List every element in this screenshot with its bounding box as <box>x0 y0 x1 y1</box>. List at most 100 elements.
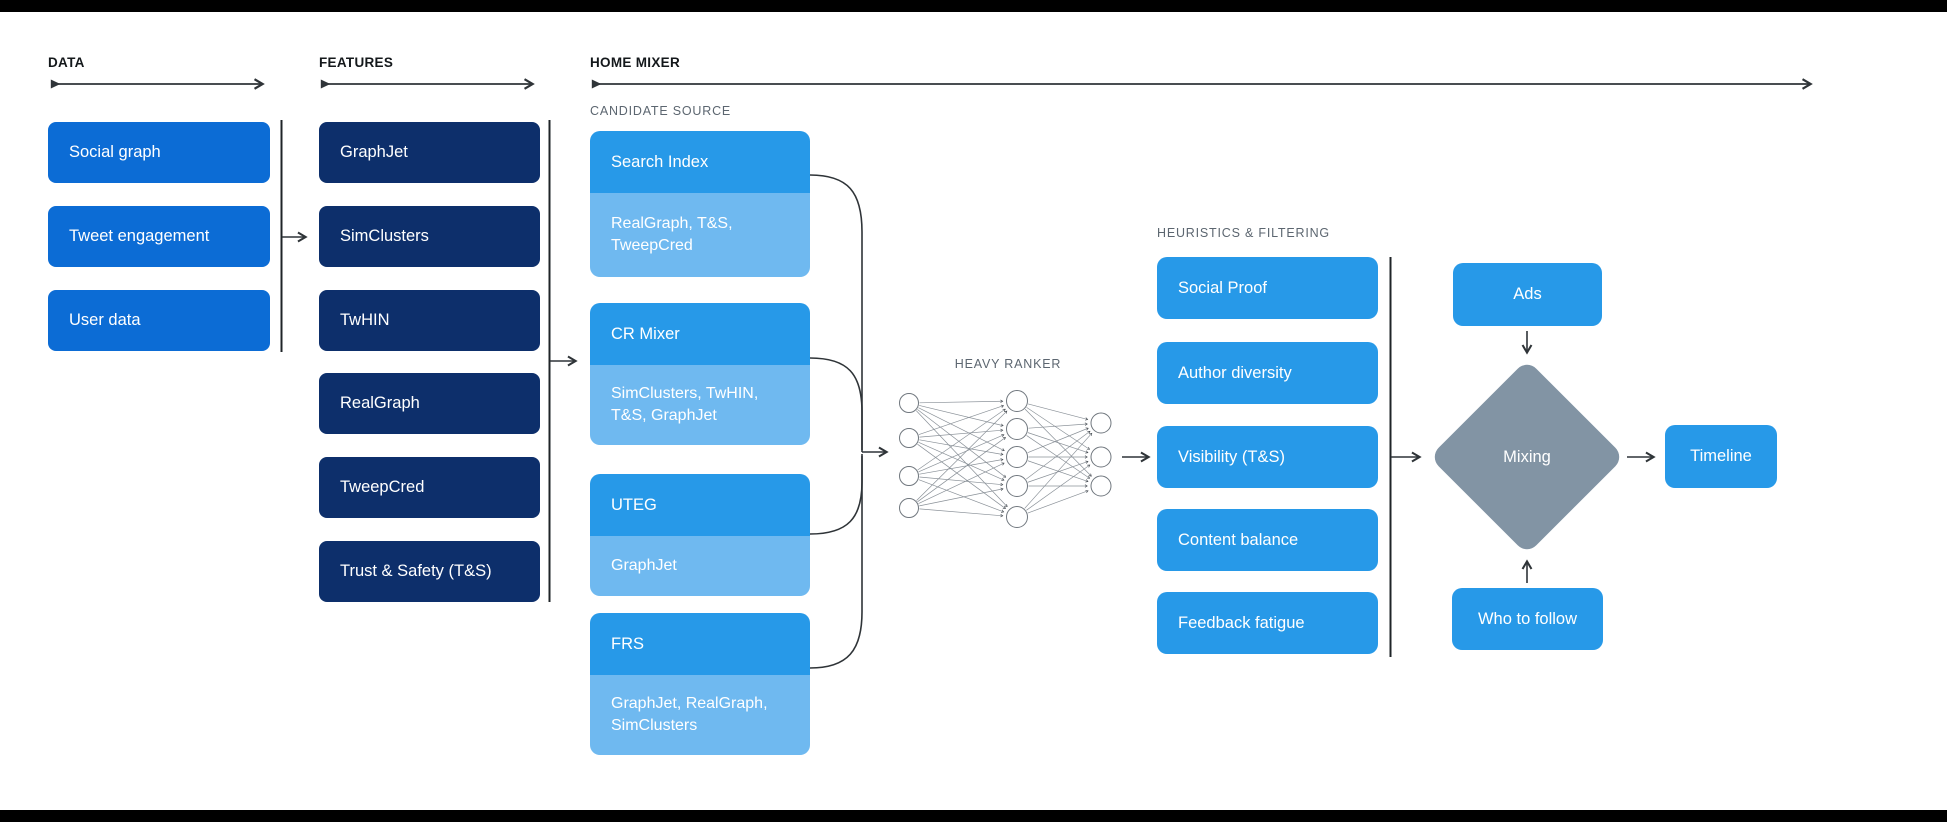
candidate-card-title: CR Mixer <box>590 303 810 365</box>
candidate-card-features: SimClusters, TwHIN, T&S, GraphJet <box>590 365 810 445</box>
heavy-ranker-network <box>899 390 1112 528</box>
network-node <box>899 466 919 486</box>
network-node <box>899 393 919 413</box>
feature-box-label: Trust & Safety (T&S) <box>340 562 492 580</box>
top-letterbox-bar <box>0 0 1947 12</box>
heuristic-box-label: Visibility (T&S) <box>1178 447 1285 466</box>
heuristic-box-label: Content balance <box>1178 530 1299 549</box>
network-edge <box>1028 403 1089 421</box>
network-edge <box>918 407 1005 452</box>
heuristic-box-label: Feedback fatigue <box>1178 613 1305 632</box>
data-box-tweet-engagement: Tweet engagement <box>48 206 270 267</box>
cr-mixer-connector <box>809 357 863 450</box>
network-edge <box>915 410 1008 508</box>
uteg-connector <box>809 454 863 535</box>
network-edge <box>919 508 1004 518</box>
candidate-card-title: FRS <box>590 613 810 675</box>
network-node <box>899 428 919 448</box>
network-edge <box>919 458 1004 475</box>
network-edge <box>1026 464 1091 511</box>
data-box-user-data: User data <box>48 290 270 351</box>
heuristic-box-label: Social Proof <box>1178 278 1267 297</box>
network-edge <box>1027 427 1089 454</box>
home-mixer-section-title: HOME MIXER <box>590 55 681 70</box>
network-edge <box>916 410 1008 501</box>
network-node <box>1006 418 1028 440</box>
network-edge <box>918 462 1005 504</box>
network-node <box>1006 390 1028 412</box>
ads-box-label: Ads <box>1513 285 1542 303</box>
frs-connector <box>809 456 863 669</box>
feature-box-trust-safety: Trust & Safety (T&S) <box>319 541 540 602</box>
network-edge <box>1024 432 1093 509</box>
network-edge <box>918 479 1005 513</box>
network-edge <box>918 404 1005 435</box>
network-edge <box>917 437 1006 503</box>
candidate-card-search-index: Search Index RealGraph, T&S, TweepCred <box>590 131 810 277</box>
network-edge <box>918 441 1005 481</box>
network-edge <box>919 487 1004 507</box>
heuristic-box-social-proof: Social Proof <box>1157 257 1378 319</box>
network-edge <box>1027 460 1089 483</box>
feature-box-twhin: TwHIN <box>319 290 540 351</box>
network-edge <box>918 434 1005 473</box>
network-node <box>1006 446 1028 468</box>
feature-box-graphjet: GraphJet <box>319 122 540 183</box>
candidate-card-uteg: UTEG GraphJet <box>590 474 810 596</box>
mixing-diamond <box>1434 364 1620 550</box>
network-edge <box>1027 489 1089 514</box>
feature-box-label: TwHIN <box>340 311 390 329</box>
network-node <box>1090 446 1112 468</box>
network-edge <box>919 439 1004 456</box>
network-edge <box>919 476 1004 487</box>
candidate-source-label: CANDIDATE SOURCE <box>590 104 732 118</box>
network-node <box>1006 506 1028 528</box>
feature-box-label: TweepCred <box>340 478 425 496</box>
candidate-card-frs: FRS GraphJet, RealGraph, SimClusters <box>590 613 810 755</box>
bottom-letterbox-bar <box>0 810 1947 822</box>
heuristic-box-visibility: Visibility (T&S) <box>1157 426 1378 488</box>
network-edge <box>1025 430 1091 480</box>
heuristics-section-label: HEURISTICS & FILTERING <box>1157 226 1330 240</box>
network-edge <box>1028 422 1088 429</box>
network-edge <box>917 409 1007 478</box>
features-section-title: FEATURES <box>319 55 394 70</box>
heuristic-box-content-balance: Content balance <box>1157 509 1378 571</box>
data-box-social-graph: Social graph <box>48 122 270 183</box>
network-node <box>899 498 919 518</box>
timeline-box-label: Timeline <box>1690 447 1752 465</box>
data-box-label: Social graph <box>69 143 161 161</box>
who-to-follow-label: Who to follow <box>1477 609 1578 628</box>
network-edge <box>919 428 1004 438</box>
feature-box-simclusters: SimClusters <box>319 206 540 267</box>
feature-box-label: GraphJet <box>340 143 408 161</box>
search-index-connector <box>809 174 863 452</box>
network-node <box>1090 475 1112 497</box>
heuristic-box-label: Author diversity <box>1178 363 1292 382</box>
candidate-card-features: GraphJet, RealGraph, SimClusters <box>590 675 810 755</box>
data-box-label: User data <box>69 311 141 329</box>
candidate-card-cr-mixer: CR Mixer SimClusters, TwHIN, T&S, GraphJ… <box>590 303 810 445</box>
heuristic-box-author-diversity: Author diversity <box>1157 342 1378 404</box>
network-edge <box>919 399 1004 404</box>
data-box-label: Tweet engagement <box>69 227 210 245</box>
feature-box-tweepcred: TweepCred <box>319 457 540 518</box>
who-to-follow-box: Who to follow <box>1452 588 1603 650</box>
network-edge <box>1026 407 1091 450</box>
network-node <box>1006 475 1028 497</box>
network-edge <box>917 443 1006 509</box>
network-edge <box>919 405 1004 427</box>
candidate-card-features: GraphJet <box>590 536 810 596</box>
mixing-diamond-label: Mixing <box>1503 447 1551 466</box>
feature-box-realgraph: RealGraph <box>319 373 540 434</box>
timeline-box: Timeline <box>1665 425 1777 488</box>
heavy-ranker-label: HEAVY RANKER <box>954 357 1062 371</box>
candidate-card-title: UTEG <box>590 474 810 536</box>
data-section-title: DATA <box>48 55 85 70</box>
ads-box: Ads <box>1453 263 1602 326</box>
feature-box-label: RealGraph <box>340 394 420 412</box>
network-edge <box>917 408 1006 471</box>
network-node <box>1090 412 1112 434</box>
